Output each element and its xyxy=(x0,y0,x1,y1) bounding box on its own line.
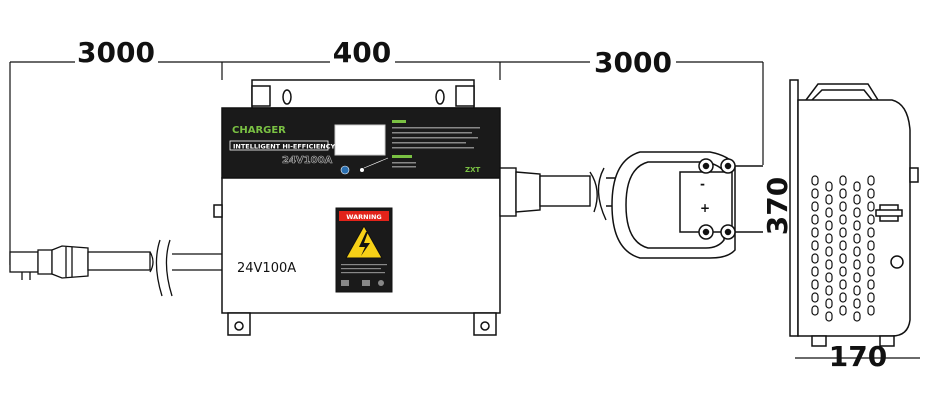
panel-display xyxy=(334,124,386,156)
ac-plug xyxy=(9,245,151,280)
ac-cable xyxy=(149,239,222,297)
panel-subtitle-box xyxy=(229,140,329,151)
panel-title: CHARGER xyxy=(232,125,286,136)
dim-dc-cable: 3000 xyxy=(594,46,672,79)
panel-led-icon xyxy=(360,168,364,172)
body-model-label: 24V100A xyxy=(237,261,296,276)
warning-label: WARNING xyxy=(335,207,393,293)
panel-brand: ZXT xyxy=(465,166,480,174)
connector-plus: + xyxy=(700,201,710,215)
dc-cable xyxy=(499,167,680,221)
warning-text: WARNING xyxy=(346,213,382,221)
panel-instructions xyxy=(392,120,480,168)
panel-model: 24V100A xyxy=(282,155,333,166)
connector-minus: - xyxy=(700,177,705,191)
dim-ac-cable: 3000 xyxy=(77,36,155,69)
dim-charger-height: 370 xyxy=(761,177,794,235)
side-vent-slots xyxy=(811,175,875,322)
dim-charger-width: 400 xyxy=(333,36,391,69)
panel-button-icon xyxy=(340,165,350,175)
panel-subtitle: INTELLIGENT HI-EFFICIENCY xyxy=(233,143,335,151)
panel-indicator-line xyxy=(363,157,389,169)
battery-connector xyxy=(611,151,763,259)
dim-charger-depth: 170 xyxy=(829,340,887,373)
dimension-lines xyxy=(9,61,920,359)
